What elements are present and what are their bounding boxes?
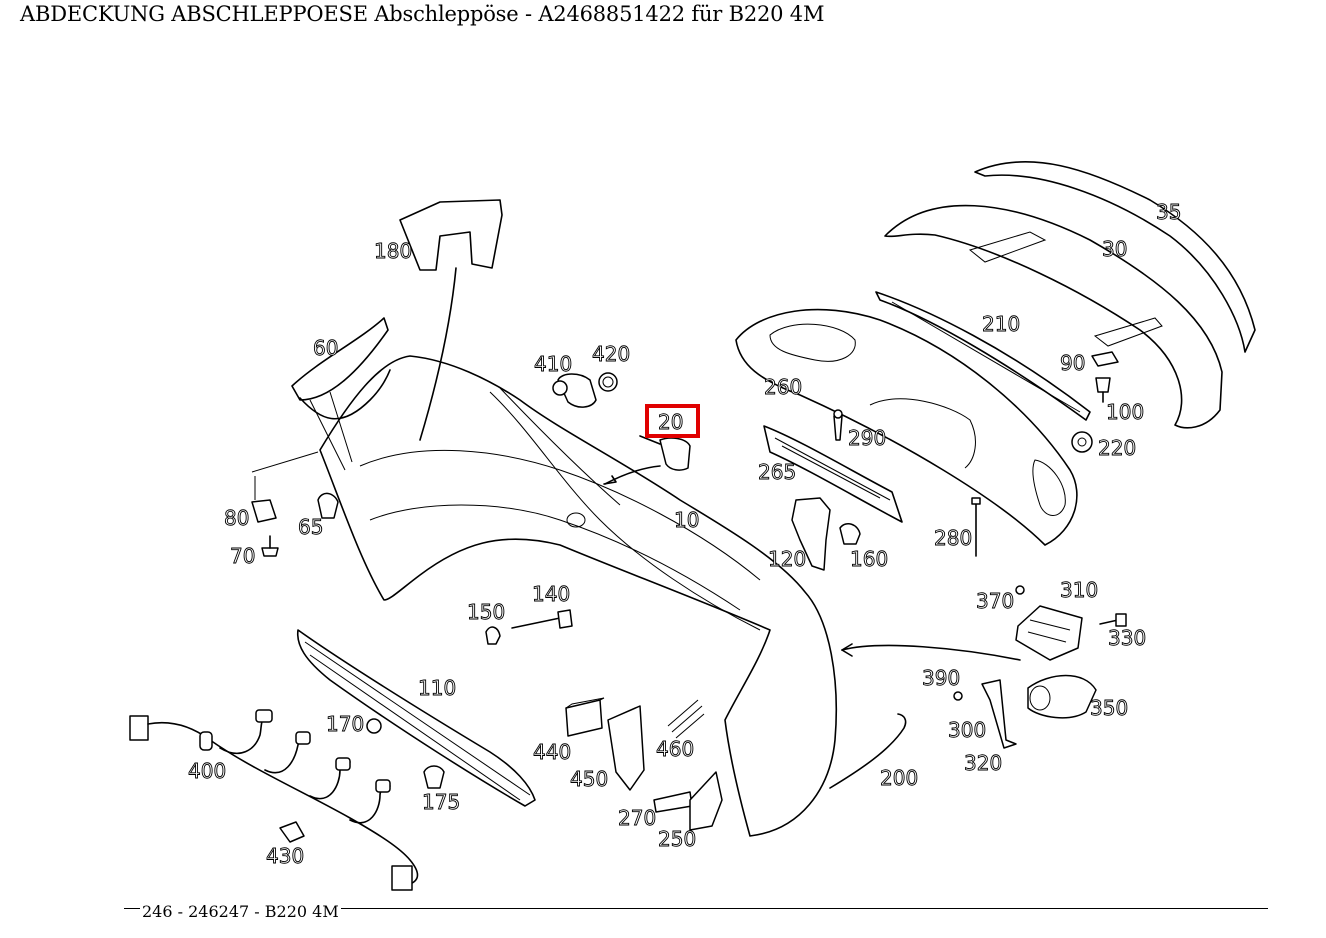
callout-290: 290 [848, 426, 886, 450]
footer-model-code: 246 - 246247 - B220 4M [140, 902, 341, 921]
callout-210: 210 [982, 312, 1020, 336]
part-330-bolt[interactable] [1099, 613, 1127, 627]
callout-100: 100 [1106, 400, 1144, 424]
callout-390: 390 [922, 666, 960, 690]
part-290-clip[interactable] [833, 409, 843, 441]
part-420-sensor-ring[interactable] [598, 372, 618, 392]
callout-200: 200 [880, 766, 918, 790]
callout-330: 330 [1108, 626, 1146, 650]
part-210-diffuser-strip[interactable] [875, 291, 1091, 421]
callout-440: 440 [533, 740, 571, 764]
part-280-rivet[interactable] [971, 497, 981, 557]
part-175-clip[interactable] [423, 765, 445, 789]
callout-110: 110 [418, 676, 456, 700]
part-390-clip[interactable] [953, 691, 963, 701]
callout-35: 35 [1156, 200, 1181, 224]
callout-450: 450 [570, 767, 608, 791]
callout-170: 170 [326, 712, 364, 736]
part-200-trim-strip[interactable] [829, 713, 907, 789]
part-265-reflector-carrier[interactable] [763, 425, 903, 523]
callout-430: 430 [266, 844, 304, 868]
part-65-clip[interactable] [317, 492, 339, 519]
part-120-bracket[interactable] [791, 497, 831, 571]
part-170-clip[interactable] [366, 718, 382, 734]
footer-rule [124, 908, 1268, 909]
callout-260: 260 [764, 375, 802, 399]
part-80-clip[interactable] [251, 451, 319, 523]
callout-140: 140 [532, 582, 570, 606]
callout-160: 160 [850, 547, 888, 571]
part-150-clip[interactable] [485, 626, 501, 645]
callout-370: 370 [976, 589, 1014, 613]
part-440-module[interactable] [565, 697, 605, 737]
part-220-grommet[interactable] [1071, 431, 1093, 453]
page-title: ABDECKUNG ABSCHLEPPOESE Abschleppöse - A… [20, 2, 825, 26]
callout-65: 65 [298, 515, 323, 539]
part-180-bracket[interactable] [399, 199, 503, 441]
part-370-clip[interactable] [1015, 585, 1025, 595]
callout-90: 90 [1060, 351, 1085, 375]
part-60-side-trim[interactable] [291, 317, 391, 471]
callout-80: 80 [224, 506, 249, 530]
part-410-parking-sensor[interactable] [552, 373, 597, 408]
callout-220: 220 [1098, 436, 1136, 460]
callout-10: 10 [674, 508, 699, 532]
part-270-cover[interactable] [653, 791, 693, 813]
callout-70: 70 [230, 544, 255, 568]
part-450-bracket[interactable] [607, 705, 645, 791]
part-460-trim[interactable] [667, 699, 705, 739]
part-110-impact-beam[interactable] [296, 629, 536, 807]
callout-labels: 35 30 210 90 100 220 260 290 265 280 120… [188, 200, 1182, 869]
callout-310: 310 [1060, 578, 1098, 602]
part-260-diffuser-panel[interactable] [735, 308, 1078, 546]
callout-180: 180 [374, 239, 412, 263]
part-20-tow-eye-cover[interactable] [603, 435, 691, 485]
part-30-support-rail[interactable] [884, 204, 1223, 429]
callout-420: 420 [592, 342, 630, 366]
part-310-bracket[interactable] [1015, 605, 1083, 661]
part-100-screw[interactable] [1095, 377, 1111, 403]
part-430-clip[interactable] [279, 821, 305, 843]
callout-350: 350 [1090, 696, 1128, 720]
callout-320: 320 [964, 751, 1002, 775]
callout-460: 460 [656, 737, 694, 761]
callout-410: 410 [534, 352, 572, 376]
part-250-bracket[interactable] [689, 771, 723, 831]
callout-270: 270 [618, 806, 656, 830]
callout-265: 265 [758, 460, 796, 484]
part-400-wiring-harness[interactable] [129, 709, 419, 891]
part-350-tow-hitch-housing[interactable] [841, 643, 1097, 719]
callout-280: 280 [934, 526, 972, 550]
part-70-screw[interactable] [261, 535, 279, 557]
callout-250: 250 [658, 827, 696, 851]
part-140-bolt[interactable] [511, 609, 573, 629]
part-90-nut[interactable] [1091, 351, 1119, 367]
callout-300: 300 [948, 718, 986, 742]
part-35-trim-strip[interactable] [974, 161, 1256, 353]
callout-120: 120 [768, 547, 806, 571]
callout-175: 175 [422, 790, 460, 814]
callout-400: 400 [188, 759, 226, 783]
callout-150: 150 [467, 600, 505, 624]
part-10-bumper-cover[interactable] [319, 355, 838, 837]
part-160-clip[interactable] [839, 523, 861, 545]
highlight-box-part-20 [645, 404, 700, 438]
callout-20: 20 [658, 410, 683, 434]
callout-30: 30 [1102, 237, 1127, 261]
part-300-bracket[interactable] [981, 679, 1017, 749]
callout-60: 60 [313, 336, 338, 360]
